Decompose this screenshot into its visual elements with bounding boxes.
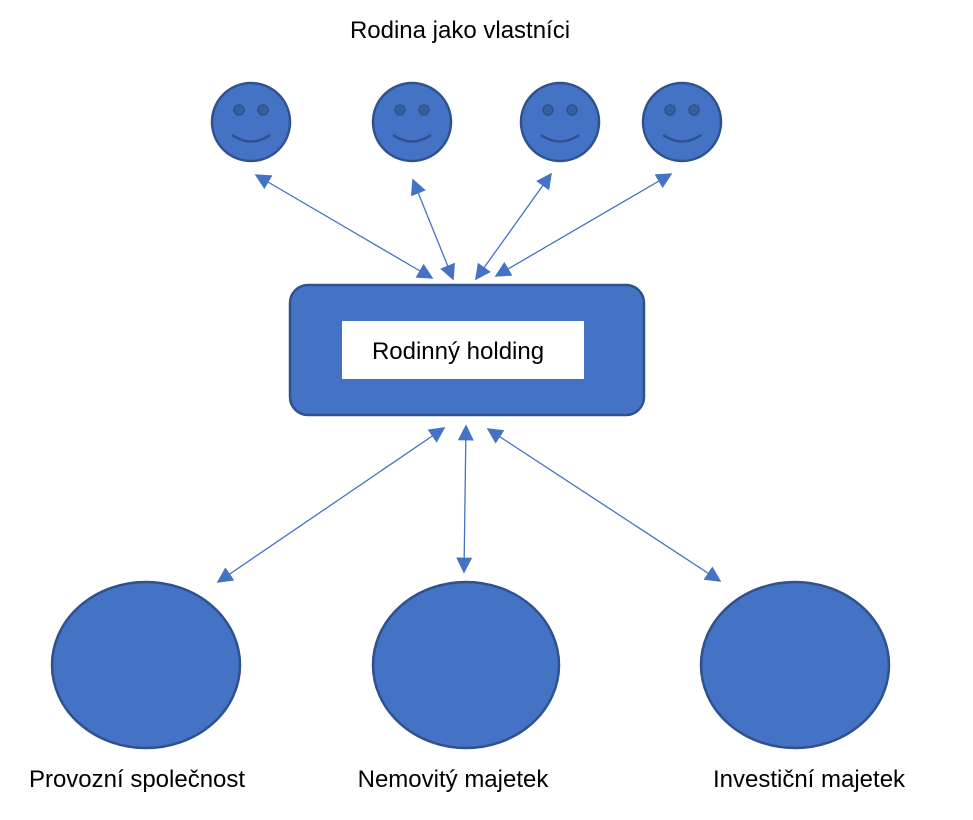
holding-label-box (342, 321, 584, 379)
arrow-holding-operating-company (216, 427, 446, 583)
arrow-holding-investment-assets (486, 428, 722, 582)
subsidiary-investment-assets (699, 580, 891, 750)
subsidiary-label-real-estate: Nemovitý majetek (358, 766, 550, 793)
arrow-owner-3-holding (475, 172, 552, 281)
owner-smiley-2 (371, 81, 453, 163)
arrow-holding-real-estate (456, 424, 474, 574)
owner-smiley-1 (210, 81, 292, 163)
subsidiary-real-estate (371, 580, 561, 750)
diagram-title: Rodina jako vlastníci (350, 17, 570, 44)
smiley-face-icon (641, 81, 723, 163)
arrow-owner-2-holding (410, 178, 456, 281)
arrow-owner-1-holding (254, 174, 434, 279)
owner-smiley-3 (519, 81, 601, 163)
smiley-face-icon (371, 81, 453, 163)
subsidiary-operating-company (50, 580, 242, 750)
subsidiary-label-operating-company: Provozní společnost (29, 766, 245, 793)
owner-smiley-4 (641, 81, 723, 163)
smiley-face-icon (519, 81, 601, 163)
arrow-owner-4-holding (494, 173, 673, 277)
smiley-face-icon (210, 81, 292, 163)
holding-node: Rodinný holding (288, 283, 646, 417)
holding-label: Rodinný holding (372, 338, 544, 365)
subsidiary-label-investment-assets: Investiční majetek (713, 766, 906, 793)
